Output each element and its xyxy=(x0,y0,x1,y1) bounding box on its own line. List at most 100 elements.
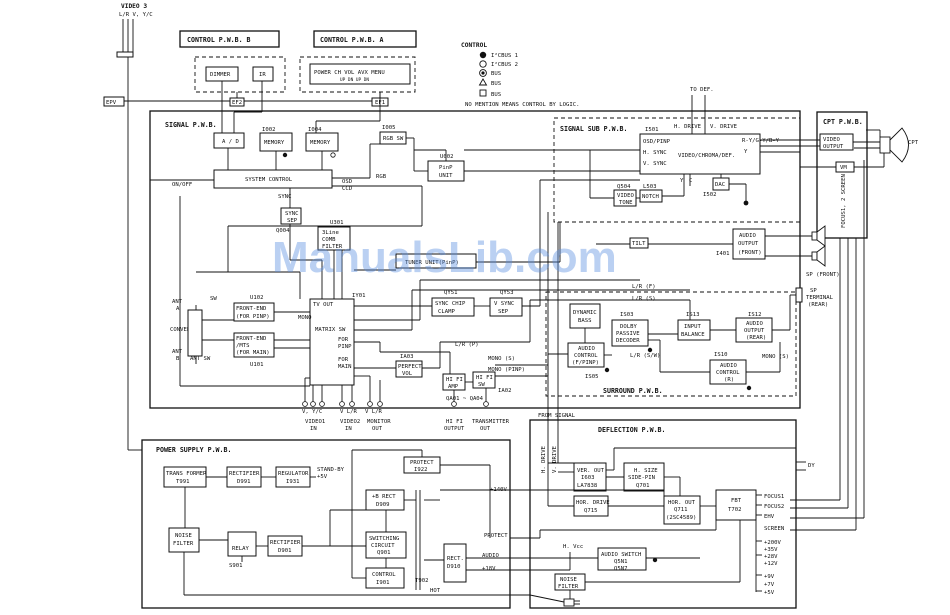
video1-in-2: IN xyxy=(310,426,317,432)
pip-label-1: PinP xyxy=(439,165,453,171)
signal-pwb-title: SIGNAL P.W.B. xyxy=(165,121,217,129)
fe1-label-1: FRONT-END xyxy=(236,306,267,312)
video2-in-2: IN xyxy=(345,426,352,432)
vsync-2: SEP xyxy=(498,309,509,315)
legend-item-3: BUS xyxy=(491,71,501,77)
sub-h-drive: H. DRIVE xyxy=(674,124,702,130)
matrix-ref: IY01 xyxy=(352,293,365,299)
out-ehv: EHV xyxy=(764,514,775,520)
notch-label: NOTCH xyxy=(642,194,659,200)
out-7v: +7V xyxy=(764,582,775,588)
rectifier2-2: D901 xyxy=(278,548,291,554)
fe2-ref: U101 xyxy=(250,362,263,368)
ps-noise-1: NOISE xyxy=(175,533,192,539)
sp-rear-1: SP xyxy=(810,288,817,294)
lr-sw-label: L/R (S/W) xyxy=(630,353,660,359)
out-12v: +12V xyxy=(764,561,778,567)
signal-sub-pwb xyxy=(553,117,801,223)
v18-label: +18V xyxy=(482,566,496,572)
dolby-ref: IS03 xyxy=(620,312,633,318)
dac-label: DAC xyxy=(715,182,725,188)
control-1: CONTROL xyxy=(372,572,396,578)
ant-sw-label: ANT SW xyxy=(190,356,211,362)
control-2: I901 xyxy=(376,580,389,586)
switching-3: Q901 xyxy=(377,550,390,556)
vm-label: VM xyxy=(840,165,847,171)
audio-rear-1: AUDIO xyxy=(746,321,763,327)
hor-out-2: Q711 xyxy=(674,507,687,513)
legend-item-1: I²CBUS 1 xyxy=(491,52,518,59)
hifi-out-1: HI FI xyxy=(446,419,463,425)
vcd-label: VIDEO/CHROMA/DEF. xyxy=(678,153,735,159)
keys-label: POWER CH VOL AVX MENU xyxy=(314,70,385,76)
b-rect-2: D909 xyxy=(376,502,389,508)
dimmer-label: DIMMER xyxy=(210,72,231,78)
open-circle-icon xyxy=(479,60,487,68)
system-control-label: SYSTEM CONTROL xyxy=(245,177,293,183)
ver-out-block xyxy=(573,462,607,492)
sync-clamp-2: CLAMP xyxy=(438,309,455,315)
regulator-1: REGULATOR xyxy=(278,471,309,477)
from-signal-label: FROM SIGNAL xyxy=(538,413,576,419)
sp-rear-3: (REAR) xyxy=(808,302,828,308)
switching-1: SWITCHING xyxy=(369,536,400,542)
keys-sub-label: UP DN UP DN xyxy=(340,77,369,83)
lr-p-label: L/R (P) xyxy=(455,342,479,348)
audio-output-3: (FRONT) xyxy=(738,250,762,256)
y-label-2: Y xyxy=(680,178,684,184)
ccd-label: CCD xyxy=(342,186,353,192)
defl-noise-2: FILTER xyxy=(558,584,579,590)
speaker-icon xyxy=(811,225,826,267)
rgb-label: RGB xyxy=(376,174,387,180)
fe2-label-3: (FOR MAIN) xyxy=(236,350,270,356)
monitor-out-1: MONITOR xyxy=(367,419,391,425)
system-control-block xyxy=(213,169,333,189)
surround-mono-s: MONO (S) xyxy=(762,354,789,360)
audio-rear-3: (REAR) xyxy=(746,335,766,341)
matrix-sw-block xyxy=(309,298,355,386)
protect-line-label: PROTECT xyxy=(484,533,508,539)
legend-item-2: I²CBUS 2 xyxy=(491,61,518,68)
hifi-out-2: OUTPUT xyxy=(444,426,465,432)
memory1-label: MEMORY xyxy=(264,140,285,146)
transmitter-out-2: OUT xyxy=(480,426,491,432)
v-sync-sep-block xyxy=(489,297,523,317)
sync-clamp-1: SYNC CHIP xyxy=(435,301,466,307)
surround-title: SURROUND P.W.B. xyxy=(603,387,663,395)
pip-ref: U002 xyxy=(440,154,453,160)
control-pwb-a xyxy=(313,30,417,48)
av-jacks xyxy=(302,401,489,407)
audio-output-ref: I401 xyxy=(716,251,729,257)
noise-filter-ps-block xyxy=(168,527,200,553)
dolby-2: PASSIVE xyxy=(616,331,640,337)
fe2-label-1: FRONT-END xyxy=(236,336,267,342)
perfect-1: PERFECT xyxy=(398,364,422,370)
perfect-2: VOL xyxy=(402,371,413,377)
qa01-label: QA01 ~ QA04 xyxy=(446,396,484,402)
qy53-label: QY53 xyxy=(500,290,513,296)
fe1-label-2: (FOR PINP) xyxy=(236,314,270,320)
ant-a-1: ANT xyxy=(172,299,183,305)
out-9v: +9V xyxy=(764,574,775,580)
sync-sep-block xyxy=(280,207,302,225)
rgb-out-label: R-Y/G-Y/B-Y xyxy=(742,138,780,144)
dy-label: DY xyxy=(808,463,815,469)
audio-switch-block xyxy=(597,547,647,571)
epv-tag xyxy=(103,96,125,107)
ant-a-2: A xyxy=(176,306,180,312)
comb-label-3: FILTER xyxy=(322,244,343,250)
ps-noise-2: FILTER xyxy=(173,541,194,547)
audio-line-label: AUDIO xyxy=(482,553,499,559)
defl-v-drive: V. DRIVE xyxy=(552,445,558,473)
audio-ctrl-2: CONTROL xyxy=(574,353,598,359)
t902-label: T902 xyxy=(415,578,428,584)
relay-block xyxy=(227,531,257,557)
hor-drive-2: Q715 xyxy=(584,508,597,514)
control-pwb-b xyxy=(179,30,280,48)
matrix-sw-label: MATRIX SW xyxy=(315,327,346,333)
hor-out-3: (2SC4589) xyxy=(666,515,696,521)
fbt-2: T702 xyxy=(728,507,741,513)
tuner-label: TUNER UNIT(PinP) xyxy=(405,260,459,266)
deflection-pwb xyxy=(529,419,797,609)
